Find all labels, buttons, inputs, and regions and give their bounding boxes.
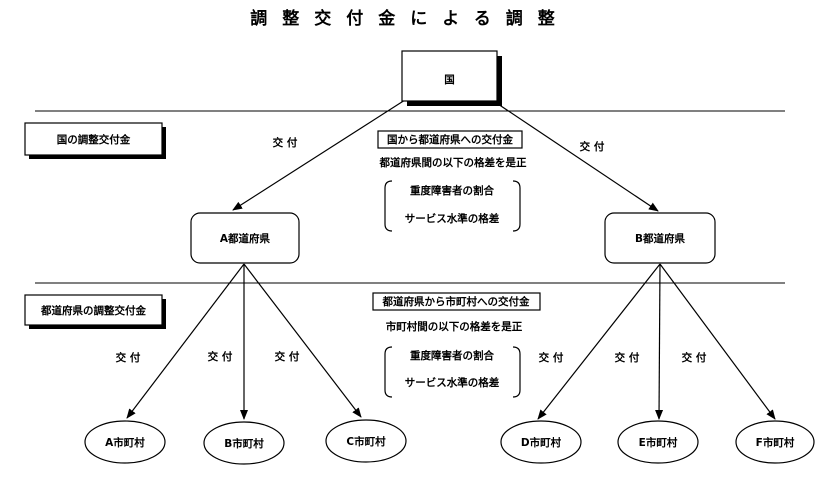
arrow-pref-b-to-muni-f xyxy=(659,263,776,420)
muni-d-node-label: D市町村 xyxy=(521,436,562,449)
edge-label-national-to-pref-b: 交 付 xyxy=(580,140,605,153)
section-label-pref-fund-text: 都道府県の調整交付金 xyxy=(40,304,146,317)
section-label-national-fund: 国の調整交付金 xyxy=(24,122,166,159)
muni-b-node: B市町村 xyxy=(203,421,285,465)
lower-info-bracket-left xyxy=(384,346,393,398)
arrow-pref-b-to-muni-e xyxy=(655,263,664,420)
lower-info-header: 都道府県から市町村への交付金 xyxy=(382,295,530,308)
edge-label-pref-a-to-muni-b: 交 付 xyxy=(208,350,233,363)
muni-b-node-label: B市町村 xyxy=(224,437,264,450)
national-node: 国 xyxy=(401,50,502,106)
arrow-pref-a-to-muni-a xyxy=(126,263,245,419)
upper-info-bracket-left xyxy=(384,180,393,232)
lower-info-block: 都道府県から市町村への交付金 市町村間の以下の格差を是正 重度障害者の割合 サー… xyxy=(372,292,541,398)
edge-label-pref-b-to-muni-f: 交 付 xyxy=(682,351,707,364)
lower-info-subtitle: 市町村間の以下の格差を是正 xyxy=(386,320,523,333)
pref-a-node: A都道府県 xyxy=(190,212,300,264)
muni-c-node-label: C市町村 xyxy=(346,435,386,448)
national-node-label: 国 xyxy=(444,74,455,86)
muni-e-node: E市町村 xyxy=(617,420,699,464)
arrow-pref-a-to-muni-c xyxy=(243,263,362,418)
arrow-national-to-pref-b xyxy=(491,99,659,212)
edge-label-pref-a-to-muni-c: 交 付 xyxy=(275,350,300,363)
pref-b-node: B都道府県 xyxy=(604,212,716,264)
pref-a-node-label: A都道府県 xyxy=(220,232,271,245)
upper-info-header: 国から都道府県への交付金 xyxy=(387,133,513,146)
upper-info-subtitle: 都道府県間の以下の格差を是正 xyxy=(379,156,527,169)
lower-info-item-2: サービス水準の格差 xyxy=(405,376,500,389)
upper-info-block: 国から都道府県への交付金 都道府県間の以下の格差を是正 重度障害者の割合 サービ… xyxy=(377,130,527,232)
upper-info-item-1: 重度障害者の割合 xyxy=(410,184,494,197)
edge-label-national-to-pref-a: 交 付 xyxy=(273,136,298,149)
muni-c-node: C市町村 xyxy=(325,419,407,463)
muni-f-node: F市町村 xyxy=(735,420,815,464)
muni-a-node: A市町村 xyxy=(84,420,166,464)
lower-info-bracket-right xyxy=(512,346,521,398)
lower-info-item-1: 重度障害者の割合 xyxy=(410,349,494,362)
arrow-pref-b-to-muni-d xyxy=(537,263,661,420)
section-label-pref-fund: 都道府県の調整交付金 xyxy=(24,294,166,329)
arrow-national-to-pref-a xyxy=(232,99,406,211)
muni-e-node-label: E市町村 xyxy=(639,436,678,449)
edge-label-pref-b-to-muni-e: 交 付 xyxy=(615,351,640,364)
upper-info-item-2: サービス水準の格差 xyxy=(405,212,500,225)
upper-info-bracket-right xyxy=(512,180,521,232)
pref-b-node-label: B都道府県 xyxy=(635,232,686,245)
section-label-national-fund-text: 国の調整交付金 xyxy=(57,133,131,146)
page-title: 調整交付金による調整 xyxy=(250,9,570,29)
edge-label-pref-b-to-muni-d: 交 付 xyxy=(539,351,564,364)
muni-d-node: D市町村 xyxy=(500,420,582,464)
edge-label-pref-a-to-muni-a: 交 付 xyxy=(116,351,141,364)
muni-a-node-label: A市町村 xyxy=(105,436,145,449)
muni-f-node-label: F市町村 xyxy=(756,436,795,449)
